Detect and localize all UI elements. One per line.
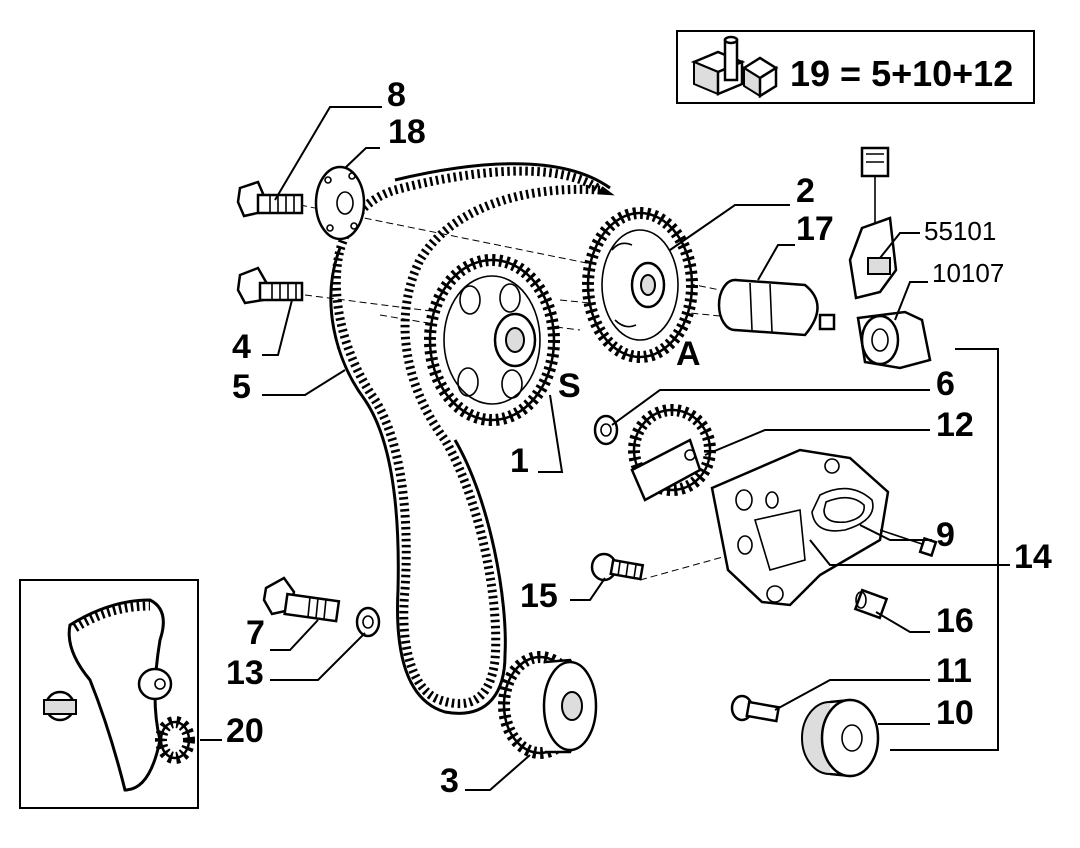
timing-belt [329,162,615,715]
callout-1: 1 [510,442,529,480]
callout-15: 15 [520,577,558,615]
callout-20: 20 [226,712,264,750]
crankshaft-pulley-3 [498,651,598,759]
callout-8: 8 [387,76,406,114]
pulley-letter-a: A [676,335,701,373]
washer-plate-18 [314,165,366,241]
callout-5: 5 [232,368,251,406]
callout-18: 18 [388,113,426,151]
sensor-17 [717,278,836,337]
bolt-4 [236,266,304,305]
kit-icon [690,35,779,99]
wiring-harness-55101 [848,146,898,300]
callout-10107: 10107 [932,258,1004,288]
callout-14: 14 [1014,538,1052,576]
bolt-15 [590,552,645,582]
sensor-10107 [856,310,932,370]
bolt-7 [262,576,341,623]
callout-9: 9 [936,516,955,554]
camshaft-pulley-exhaust [424,254,560,426]
kit-note-box: 19 = 5+10+12 [676,30,1035,104]
bolt-8 [236,180,304,218]
group-bracket [890,348,999,751]
callout-13: 13 [226,654,264,692]
callout-10: 10 [936,694,974,732]
callout-labels: 8 18 2 17 55101 10107 4 5 6 12 1 9 14 15… [226,76,1052,800]
kit-formula: 19 = 5+10+12 [790,53,1013,94]
camshaft-pulley-intake [582,207,698,363]
callout-17: 17 [796,210,834,248]
bracket-14 [710,448,890,607]
kit-inset-20 [19,579,199,809]
callout-4: 4 [232,328,251,366]
bolt-11 [730,694,781,723]
callout-12: 12 [936,406,974,444]
callout-7: 7 [246,614,265,652]
leader-lines [200,106,1010,791]
callout-16: 16 [936,602,974,640]
idler-pulley-10 [801,698,880,778]
bolt-9 [879,529,938,558]
callout-55101: 55101 [924,216,996,246]
pulley-letter-s: S [558,367,581,405]
callout-2: 2 [796,172,815,210]
nut-6 [593,414,619,446]
callout-3: 3 [440,762,459,800]
sleeve-16 [853,588,889,620]
washer-13 [355,606,381,638]
callout-6: 6 [936,365,955,403]
callout-11: 11 [936,652,972,690]
tensioner-12 [628,404,716,502]
